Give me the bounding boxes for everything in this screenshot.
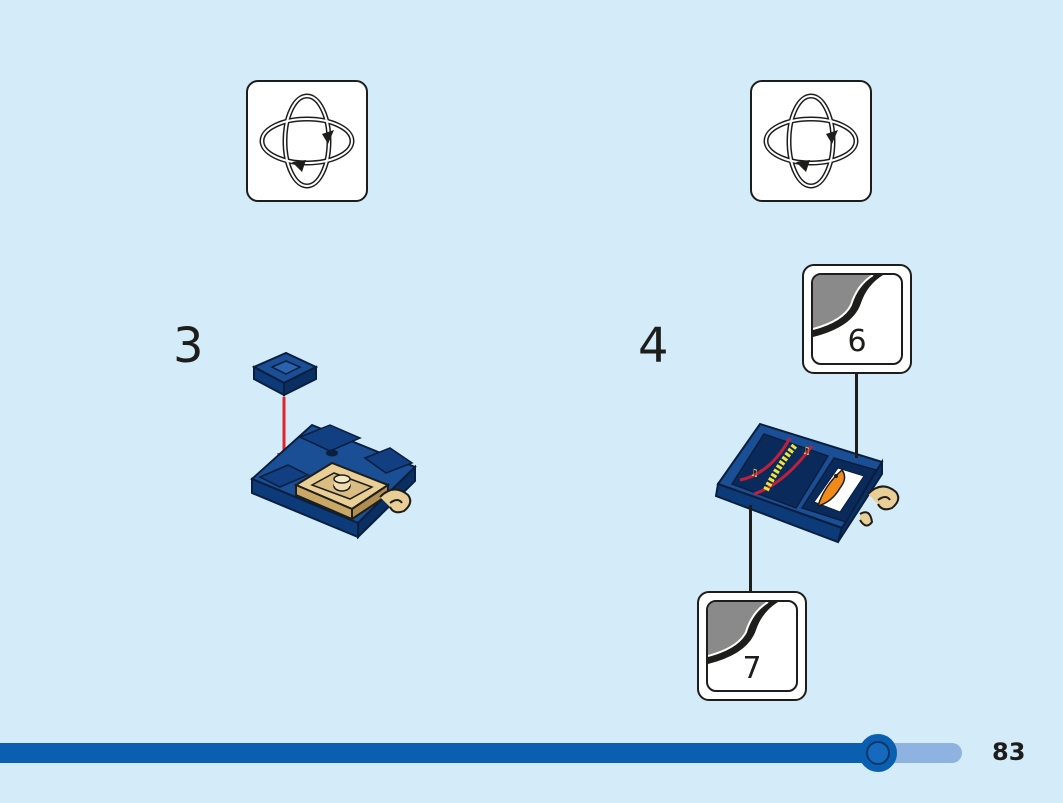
progress-knob — [859, 734, 897, 772]
sticker-6-leader-line — [855, 372, 858, 458]
tan-clip-piece — [859, 485, 900, 527]
progress-bar-track — [0, 743, 962, 763]
sticker-peel-icon: 6 — [811, 273, 903, 365]
step-4-build-illustration: ♫ ♫ — [714, 422, 900, 544]
sticker-7-leader-line — [749, 505, 752, 593]
sticker-callout-6: 6 — [802, 264, 912, 374]
rotate-arrows-icon — [763, 93, 859, 189]
rotate-model-icon-left — [246, 80, 368, 202]
svg-text:♫: ♫ — [750, 468, 759, 479]
svg-text:♫: ♫ — [802, 446, 811, 457]
sticker-number: 6 — [847, 324, 867, 359]
tan-clip-tile — [293, 461, 412, 521]
blue-tile-piece — [251, 351, 319, 397]
decorated-base-plate: ♫ ♫ — [714, 422, 884, 544]
step-number-4: 4 — [638, 318, 669, 374]
sticker-callout-7: 7 — [697, 591, 807, 701]
page-number: 83 — [992, 738, 1026, 766]
step-3-build-illustration — [250, 351, 417, 540]
sticker-peel-icon: 7 — [706, 600, 798, 692]
step-number-3: 3 — [173, 318, 204, 374]
sticker-number: 7 — [742, 651, 762, 686]
rotate-arrows-icon — [259, 93, 355, 189]
progress-bar-fill — [0, 743, 878, 763]
rotate-model-icon-right — [750, 80, 872, 202]
